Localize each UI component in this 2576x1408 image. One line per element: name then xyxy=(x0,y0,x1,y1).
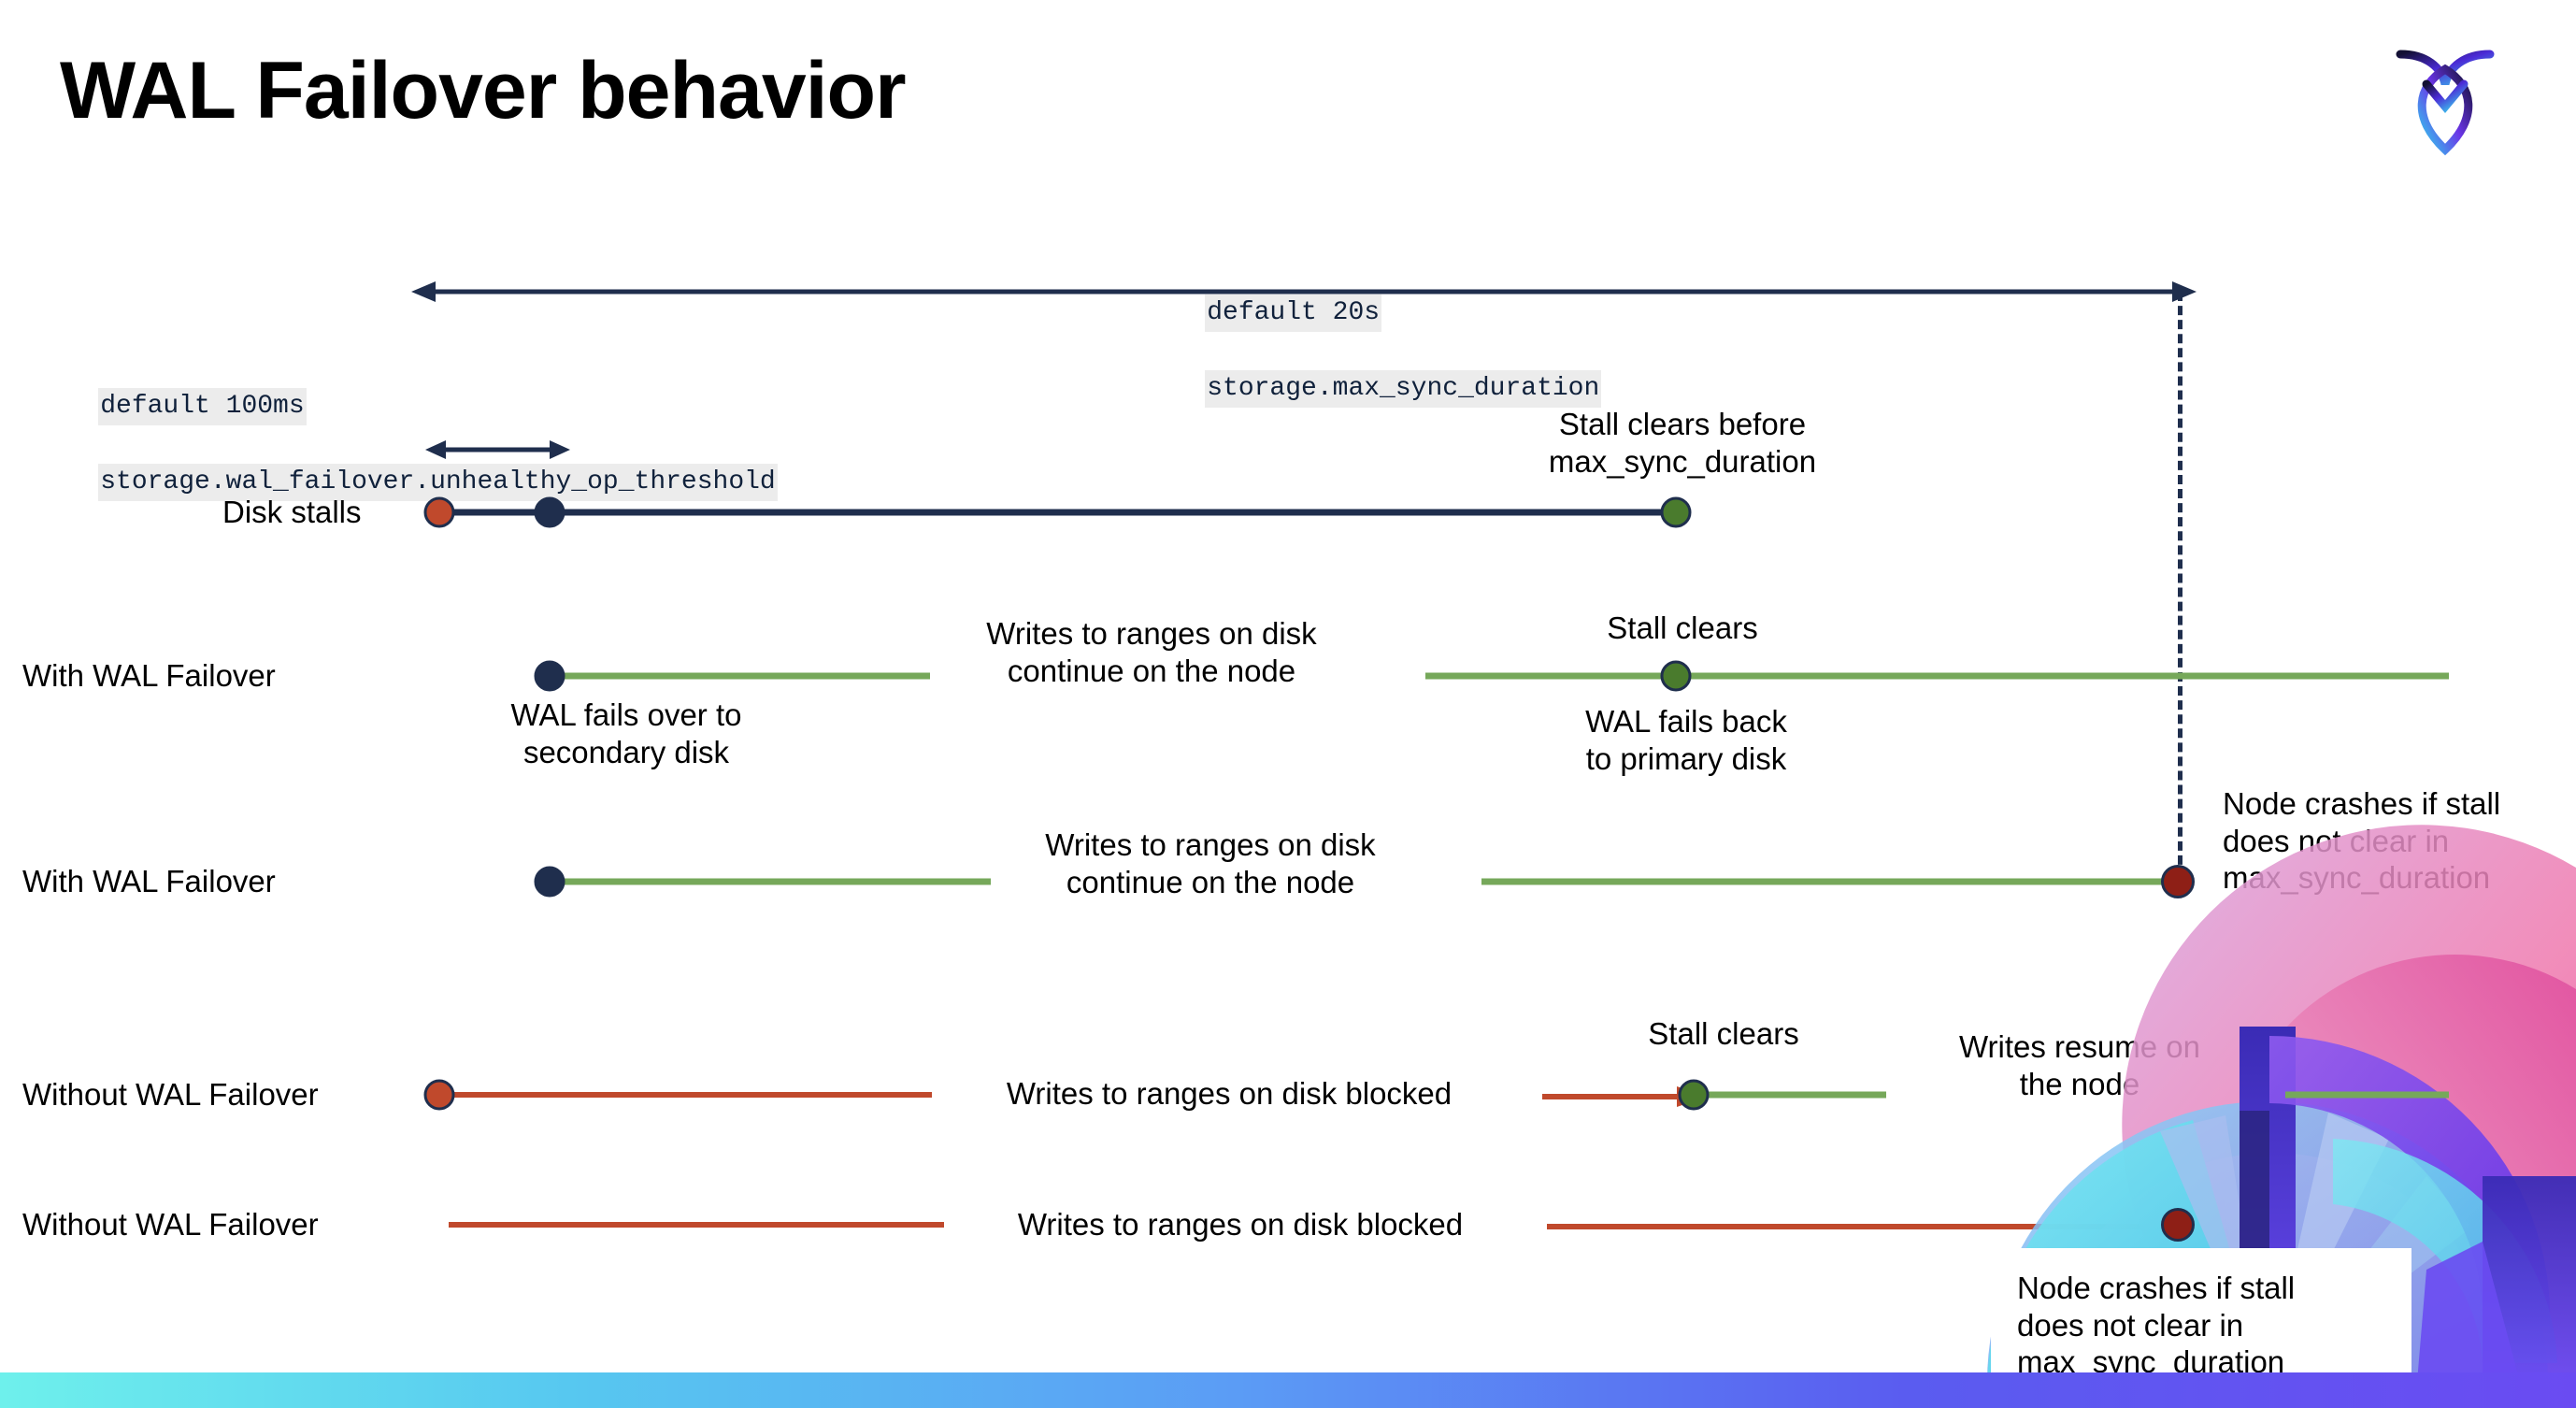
note-writes-continue-1: Writes to ranges on disk continue on the… xyxy=(986,616,1317,688)
wal-failover-writes-segment-a xyxy=(550,672,930,680)
lane-label-with-wal-failover-1: With WAL Failover xyxy=(22,658,276,693)
node-crash-marker-2 xyxy=(2161,1208,2195,1242)
note-stall-clears-before-max: Stall clears before max_sync_duration xyxy=(1548,407,1817,479)
wal-failover-writes-segment-b xyxy=(1425,672,2449,680)
max-sync-duration-annotation: default 20s storage.max_sync_duration xyxy=(1142,256,1602,446)
lane-label-without-wal-failover-1: Without WAL Failover xyxy=(22,1077,319,1112)
wal-failover-crash-segment-a xyxy=(550,878,991,885)
unhealthy-op-threshold-span-arrow xyxy=(425,440,570,459)
lane-label-with-wal-failover-2: With WAL Failover xyxy=(22,864,276,898)
wal-fails-over-marker-2 xyxy=(534,866,565,898)
max-sync-setting-label: storage.max_sync_duration xyxy=(1205,369,1602,409)
max-sync-deadline-guide xyxy=(2178,292,2182,879)
note-wal-fails-back: WAL fails back to primary disk xyxy=(1585,704,1787,776)
bottom-accent-bar xyxy=(0,1372,2576,1408)
note-writes-resume: Writes resume on the node xyxy=(1959,1029,2200,1101)
writes-resume-segment-overlay xyxy=(2285,1091,2449,1099)
blocked-writes-arrow-2 xyxy=(1547,1216,2192,1237)
unhealthy-setting-label: storage.wal_failover.unhealthy_op_thresh… xyxy=(98,463,778,502)
note-writes-blocked-1: Writes to ranges on disk blocked xyxy=(1006,1076,1453,1111)
disk-stall-clears-marker xyxy=(1660,496,1692,528)
blocked-writes-segment-2a xyxy=(449,1222,944,1228)
stall-clears-marker-4 xyxy=(1678,1079,1710,1111)
lane-label-without-wal-failover-2: Without WAL Failover xyxy=(22,1207,319,1242)
note-node-crashes-1: Node crashes if stall does not clear in … xyxy=(2223,786,2501,896)
cockroach-logo-icon xyxy=(2396,50,2495,155)
page-title: WAL Failover behavior xyxy=(60,46,907,136)
blocked-writes-segment-1a xyxy=(439,1092,932,1098)
lane-label-disk-stalls: Disk stalls xyxy=(222,495,362,529)
note-writes-blocked-2: Writes to ranges on disk blocked xyxy=(1017,1207,1464,1242)
note-node-crashes-2: Node crashes if stall does not clear in … xyxy=(2017,1271,2296,1380)
disk-stall-start-marker xyxy=(423,496,455,528)
node-crash-marker-1 xyxy=(2161,865,2195,898)
writes-resume-segment-1a xyxy=(1694,1091,1886,1099)
wal-fails-over-marker xyxy=(534,660,565,692)
disk-stall-duration-line xyxy=(439,509,1678,516)
max-sync-default-label: default 20s xyxy=(1205,294,1382,333)
note-writes-continue-2: Writes to ranges on disk continue on the… xyxy=(1045,827,1376,899)
note-wal-fails-over: WAL fails over to secondary disk xyxy=(510,697,742,769)
unhealthy-default-label: default 100ms xyxy=(98,387,307,426)
unhealthy-threshold-marker xyxy=(534,496,565,528)
unhealthy-op-threshold-annotation: default 100ms storage.wal_failover.unhea… xyxy=(36,350,778,539)
note-stall-clears-1: Stall clears xyxy=(1607,611,1758,645)
note-stall-clears-2: Stall clears xyxy=(1648,1016,1799,1051)
wal-stall-clears-marker xyxy=(1660,660,1692,692)
stall-start-marker-4 xyxy=(423,1079,455,1111)
wal-failover-crash-segment-b xyxy=(1481,878,2178,885)
